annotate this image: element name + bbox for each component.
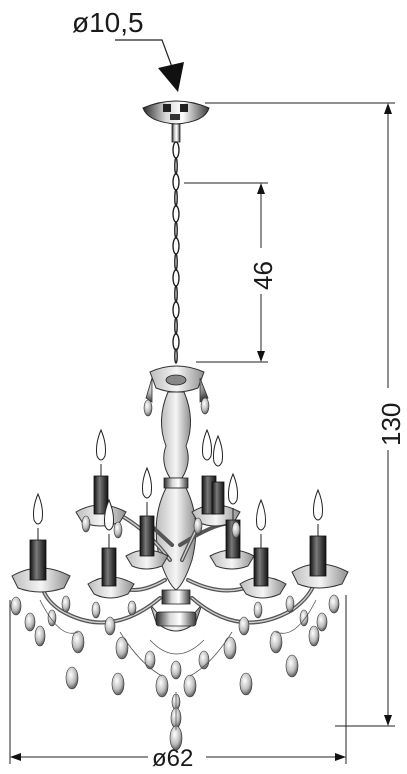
mount-diameter-leader-line (115, 39, 176, 76)
chain-length-dimension: 46 (184, 182, 278, 363)
candle-left-outer (11, 492, 71, 593)
chain-arrow-top-icon (257, 183, 265, 194)
diameter-arrow-right-icon (335, 753, 346, 761)
candle-upper-center (191, 428, 241, 527)
candle-right-outer (291, 488, 349, 589)
mount-diameter-label: ø10,5 (72, 7, 144, 38)
candle-mid-left (87, 498, 135, 599)
candle-inner-left (125, 466, 169, 570)
mount-diameter-dimension: ø10,5 (72, 7, 184, 92)
height-arrow-top-icon (384, 103, 392, 114)
diameter-arrow-left-icon (10, 753, 21, 761)
ceiling-canopy (142, 100, 210, 143)
total-height-dimension: 130 (205, 102, 406, 727)
chandelier-body (10, 365, 349, 751)
chain-arrow-bottom-icon (257, 351, 265, 362)
mount-diameter-arrow-icon (158, 62, 184, 92)
overall-diameter-label: ø62 (152, 745, 193, 772)
chain (172, 141, 180, 364)
crystal-drops (10, 515, 340, 751)
height-arrow-bottom-icon (384, 715, 392, 726)
candle-upper-left (75, 428, 127, 527)
candle-mid-right (239, 498, 287, 599)
total-height-label: 130 (376, 403, 406, 446)
overall-diameter-dimension: ø62 (9, 595, 347, 772)
chain-length-label: 46 (248, 261, 278, 290)
